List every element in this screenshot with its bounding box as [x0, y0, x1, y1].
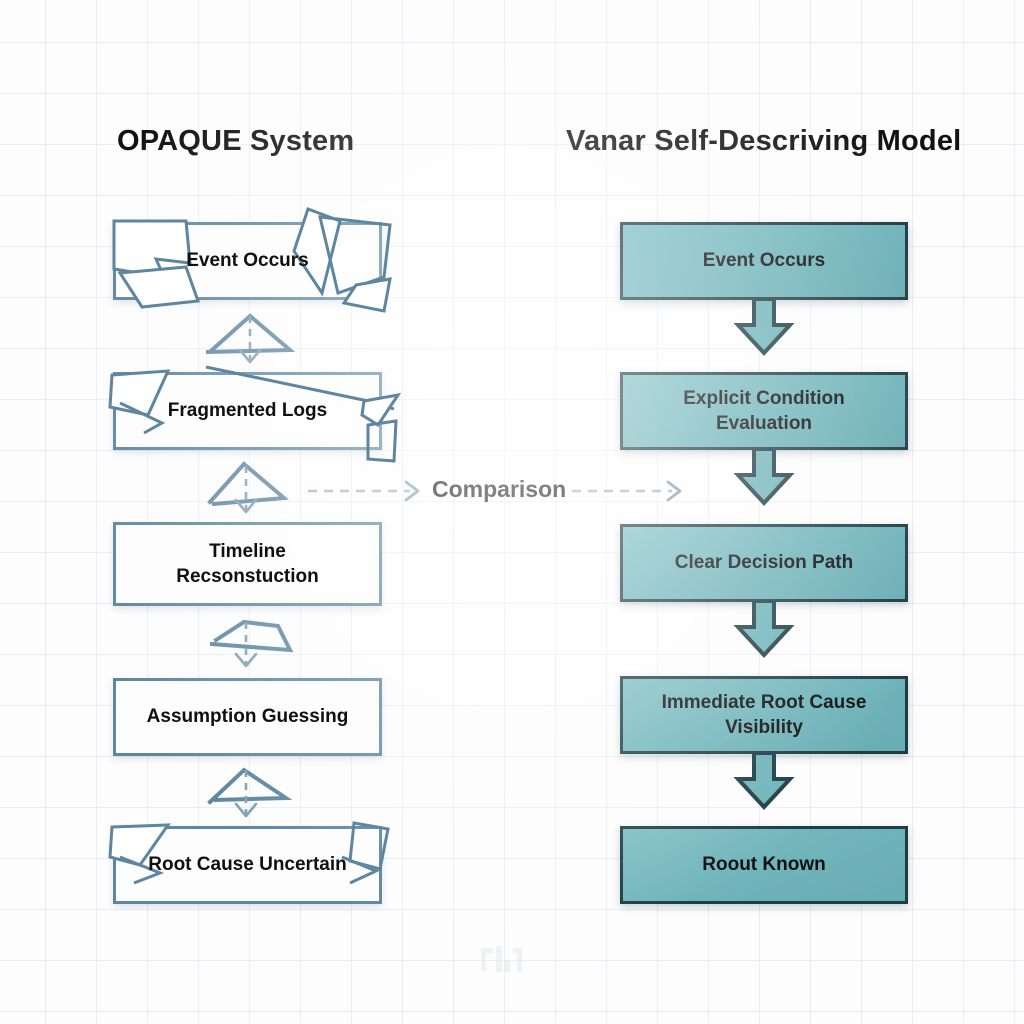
- left-connector-1: [198, 308, 304, 370]
- left-node-3-label-line2: Recsonstuction: [176, 566, 319, 587]
- right-node-2-label: Explicit Condition Evaluation: [683, 386, 845, 436]
- right-node-1[interactable]: Event Occurs: [620, 222, 908, 300]
- right-node-5[interactable]: Roout Known: [620, 826, 908, 904]
- left-node-5[interactable]: Root Cause Uncertain: [108, 821, 390, 904]
- right-node-4-label-line2: Visibility: [725, 717, 803, 738]
- right-connector-3: [733, 599, 795, 658]
- right-connector-2: [733, 447, 795, 506]
- left-connector-4: [198, 762, 304, 824]
- left-node-5-label: Root Cause Uncertain: [148, 854, 347, 876]
- right-node-1-label: Event Occurs: [702, 250, 826, 272]
- left-node-2[interactable]: Fragmented Logs: [108, 365, 402, 463]
- right-node-4-label-line1: Immediate Root Cause: [661, 691, 867, 713]
- left-node-4-label: Assumption Guessing: [146, 706, 349, 728]
- left-node-3-label: Timeline Recsonstuction: [176, 539, 319, 589]
- comparison-label: Comparison: [432, 476, 567, 502]
- left-node-3-label-line1: Timeline: [209, 540, 286, 562]
- left-node-3[interactable]: Timeline Recsonstuction: [113, 522, 382, 606]
- right-node-4-label: Immediate Root Cause Visibility: [662, 690, 867, 740]
- right-node-2-label-line1: Explicit Condition: [683, 387, 845, 409]
- right-node-3-label: Clear Decision Path: [674, 552, 854, 574]
- left-connector-3: [198, 614, 304, 676]
- right-connector-1: [733, 297, 795, 356]
- bracket-bar-watermark-icon: [479, 944, 524, 980]
- right-node-3[interactable]: Clear Decision Path: [620, 524, 908, 602]
- right-node-2-label-line2: Evaluation: [715, 413, 813, 434]
- left-node-4[interactable]: Assumption Guessing: [113, 678, 382, 756]
- right-connector-4: [733, 751, 795, 810]
- left-node-1-label: Event Occurs: [186, 250, 309, 272]
- right-node-2[interactable]: Explicit Condition Evaluation: [620, 372, 908, 450]
- left-column-title: OPAQUE System: [117, 125, 355, 157]
- right-node-5-label: Roout Known: [702, 854, 826, 876]
- right-column-title: Vanar Self-Descriving Model: [566, 125, 962, 157]
- comparison-arrow-right-icon: [570, 478, 688, 504]
- right-node-4[interactable]: Immediate Root Cause Visibility: [620, 676, 908, 754]
- left-connector-2: [198, 458, 304, 520]
- left-node-1[interactable]: Event Occurs: [112, 207, 392, 313]
- comparison-arrow-left-icon: [306, 478, 426, 504]
- left-node-2-label: Fragmented Logs: [167, 400, 328, 422]
